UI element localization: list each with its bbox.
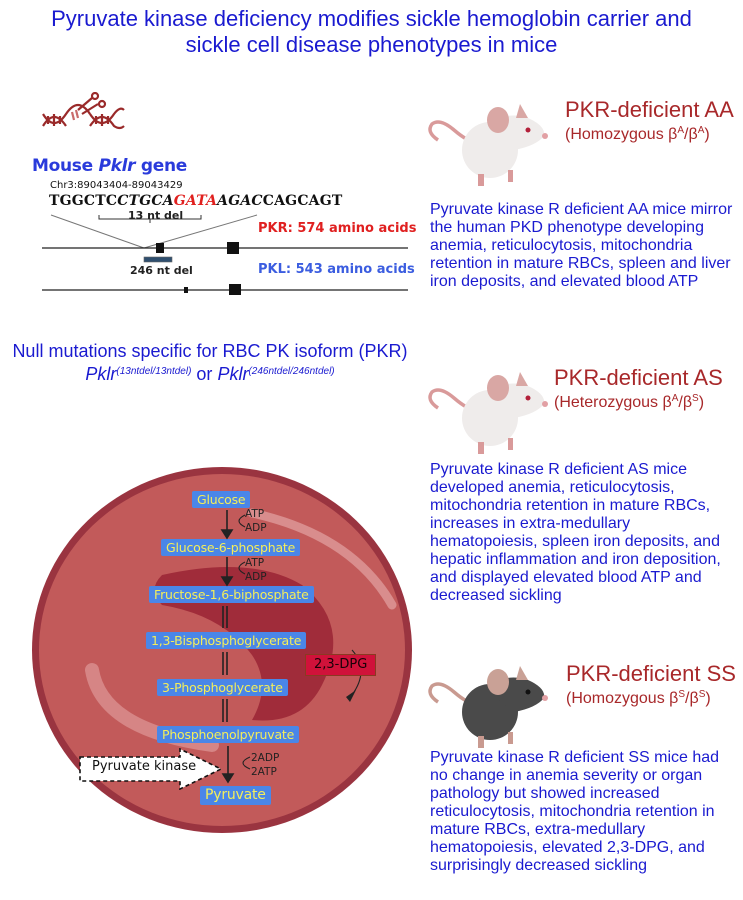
pkl-label: PKL: 543 amino acids [258, 262, 415, 277]
pathway-step-3-phosphoglycerate: 3-Phosphoglycerate [157, 679, 288, 696]
genotype-as-title: PKR-deficient AS [554, 365, 723, 390]
pathway-step-fructose-1-6-biphosphate: Fructose-1,6-biphosphate [149, 586, 314, 603]
genotype-as: PKR-deficient AS (Heterozygous βA/βS) [554, 366, 723, 412]
gene-label-prefix: Mouse [32, 156, 99, 176]
pkr-label: PKR: 574 amino acids [258, 221, 417, 236]
pathway-step-glucose-6-phosphate: Glucose-6-phosphate [161, 539, 301, 556]
genotype-aa: PKR-deficient AA (Homozygous βA/βA) [565, 98, 734, 144]
cofactor-1-in: ATP [245, 508, 265, 520]
seq-seg-5: CAGCAGT [262, 193, 343, 209]
sup-2: S [698, 689, 706, 700]
sub-prefix: (Heterozygous β [554, 394, 672, 411]
pathway-step-phosphoenolpyruvate: Phosphoenolpyruvate [157, 726, 300, 743]
sub-suffix: ) [705, 690, 711, 707]
pathway-step-glucose: Glucose [192, 491, 251, 508]
seq-seg-4: AGAC [217, 193, 263, 209]
cofactor-2-out: ADP [245, 571, 267, 583]
sup-2: S [692, 393, 699, 404]
13nt-del-label: 13 nt del [128, 209, 184, 222]
allele-or: or [191, 364, 218, 384]
allele-2-sup: (246ntdel/246ntdel) [248, 366, 335, 377]
seq-seg-highlight: GATA [173, 193, 218, 209]
genotype-aa-subtitle: (Homozygous βA/βA) [565, 122, 734, 144]
gene-name: Pklr [98, 156, 136, 176]
cofactor-1-out: ADP [245, 522, 267, 534]
white-mouse-icon-2 [428, 372, 548, 454]
246nt-del-label: 246 nt del [130, 264, 193, 277]
allele-1-gene: Pklr [85, 364, 117, 384]
genotype-ss-description: Pyruvate kinase R deficient SS mice had … [430, 749, 720, 874]
seq-seg-1: TGGCTC [49, 193, 118, 209]
genotype-aa-description: Pyruvate kinase R deficient AA mice mirr… [430, 201, 733, 290]
pyruvate-kinase-arrow-icon [79, 748, 223, 790]
gene-structure-diagram [42, 214, 408, 295]
sub-suffix: ) [704, 126, 710, 143]
allele-2-gene: Pklr [217, 364, 249, 384]
black-mouse-icon [428, 666, 548, 748]
sup-1: A [671, 393, 679, 404]
white-mouse-icon [428, 104, 548, 186]
title-line-1: Pyruvate kinase deficiency modifies sick… [51, 6, 692, 31]
gene-label-suffix: gene [135, 156, 187, 176]
genotype-as-description: Pyruvate kinase R deficient AS mice deve… [430, 461, 721, 604]
allele-1-sup: (13ntdel/13ntdel) [116, 366, 192, 377]
genotype-ss-subtitle: (Homozygous βS/βS) [566, 686, 736, 708]
genotype-aa-title: PKR-deficient AA [565, 97, 734, 122]
title-line-2: sickle cell disease phenotypes in mice [185, 32, 558, 57]
sub-mid: /β [678, 394, 693, 411]
genotype-ss-title: PKR-deficient SS [566, 661, 736, 686]
seq-seg-2: CTGCA [117, 193, 174, 209]
sub-suffix: ) [698, 394, 705, 411]
pyruvate-kinase-label: Pyruvate kinase [92, 759, 197, 774]
dna-sequence: TGGCTCCTGCAGATAAGACCAGCAGT [49, 193, 343, 209]
cofactor-3-in: 2ADP [251, 752, 280, 764]
cofactor-2-in: ATP [245, 557, 265, 569]
genotype-ss: PKR-deficient SS (Homozygous βS/βS) [566, 662, 736, 708]
2-3-dpg-badge: 2,3-DPG [305, 654, 377, 676]
sup-1: S [678, 689, 686, 700]
sup-1: A [677, 125, 685, 136]
pathway-step-pyruvate: Pyruvate [200, 786, 271, 805]
dna-scissors-icon [42, 92, 125, 130]
sub-prefix: (Homozygous β [566, 690, 679, 707]
null-mutations-heading: Null mutations specific for RBC PK isofo… [12, 341, 408, 361]
sup-2: A [697, 125, 705, 136]
null-mutations-alleles: Pklr(13ntdel/13ntdel) or Pklr(246ntdel/2… [0, 361, 420, 385]
cofactor-3-out: 2ATP [251, 766, 277, 778]
page-title: Pyruvate kinase deficiency modifies sick… [0, 6, 743, 58]
chromosome-coordinates: Chr3:89043404-89043429 [50, 180, 183, 191]
sub-mid: /β [684, 126, 698, 143]
pathway-step-1-3-bisphosphoglycerate: 1,3-Bisphosphoglycerate [146, 632, 307, 649]
pathway-arrows [220, 510, 362, 784]
gene-label: Mouse Pklr gene [32, 156, 187, 176]
sub-prefix: (Homozygous β [565, 126, 678, 143]
sub-mid: /β [685, 690, 699, 707]
genotype-as-subtitle: (Heterozygous βA/βS) [554, 390, 723, 412]
